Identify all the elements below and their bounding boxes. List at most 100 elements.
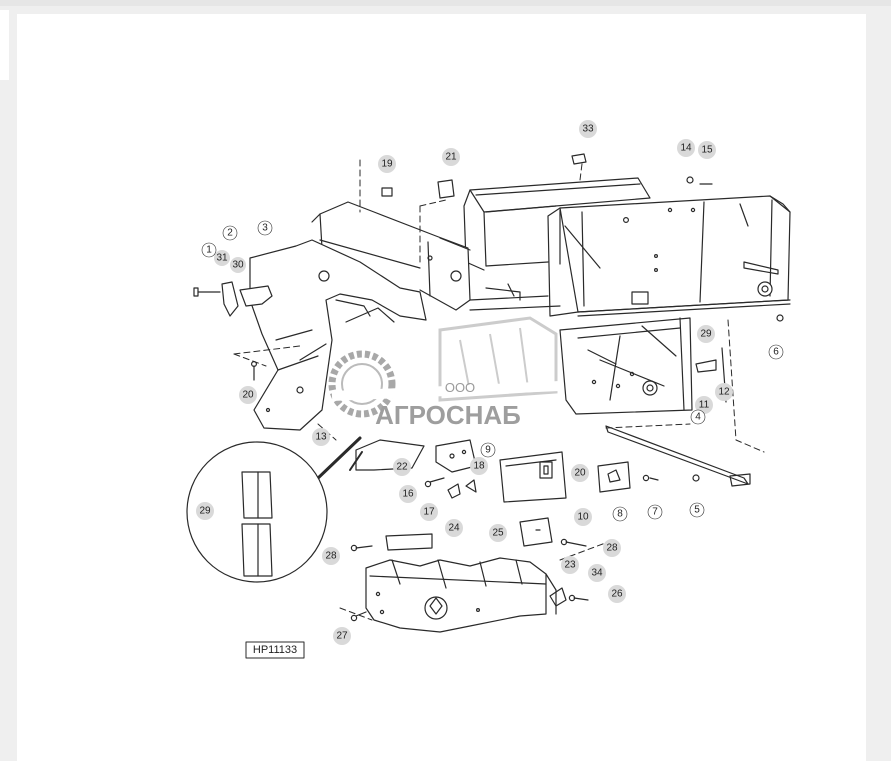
svg-text:13: 13 xyxy=(315,432,327,443)
svg-text:3: 3 xyxy=(262,223,268,234)
callout-27: 27 xyxy=(333,627,351,645)
middle-chassis xyxy=(311,201,561,311)
callout-33: 31 xyxy=(214,250,230,266)
callout-29: 29 xyxy=(196,502,214,520)
left-side-frame xyxy=(249,239,427,431)
callout-14: 14 xyxy=(677,139,695,157)
svg-text:26: 26 xyxy=(611,589,623,600)
svg-text:27: 27 xyxy=(336,631,348,642)
plate-25 xyxy=(519,517,553,547)
svg-text:15: 15 xyxy=(701,145,713,156)
framework-center xyxy=(559,317,693,415)
svg-text:10: 10 xyxy=(577,512,589,523)
side-tab xyxy=(0,10,9,80)
bracket-8 xyxy=(597,461,631,493)
callout-2: 2 xyxy=(222,225,238,241)
detail-leader xyxy=(314,436,362,482)
right-side-panel xyxy=(547,195,791,317)
svg-text:25: 25 xyxy=(492,528,504,539)
watermark-line1: ООО xyxy=(445,380,475,395)
callout-19: 19 xyxy=(378,155,396,173)
bracket-22 xyxy=(355,439,477,473)
callout-12: 12 xyxy=(715,383,733,401)
callout-31: 33 xyxy=(579,120,597,138)
line-art xyxy=(186,153,791,659)
callout-34: 34 xyxy=(588,564,606,582)
svg-text:29: 29 xyxy=(199,506,211,517)
svg-text:20: 20 xyxy=(574,468,586,479)
watermark: ООО АГРОСНАБ xyxy=(328,316,561,430)
figure-code: HP11133 xyxy=(253,644,297,656)
callout-18: 18 xyxy=(470,457,488,475)
svg-text:18: 18 xyxy=(473,461,485,472)
svg-text:8: 8 xyxy=(617,509,623,520)
plate-24 xyxy=(385,533,433,551)
callouts: 1 2 3 31 30 19 21 33 14 15 6 29 12 11 4 … xyxy=(196,120,784,645)
svg-text:6: 6 xyxy=(773,347,779,358)
callout-7: 7 xyxy=(647,504,663,520)
callout-3: 3 xyxy=(257,220,273,236)
svg-text:4: 4 xyxy=(695,412,701,423)
top-rear-panel xyxy=(463,177,651,271)
callout-21: 21 xyxy=(442,148,460,166)
svg-text:2: 2 xyxy=(227,228,233,239)
svg-text:12: 12 xyxy=(718,387,730,398)
svg-text:31: 31 xyxy=(216,253,228,264)
svg-text:34: 34 xyxy=(591,568,603,579)
callout-22: 22 xyxy=(393,458,411,476)
callout-11: 11 xyxy=(695,396,713,414)
callout-20-left: 20 xyxy=(239,386,257,404)
callout-25: 25 xyxy=(489,524,507,542)
svg-text:16: 16 xyxy=(402,489,414,500)
svg-text:33: 33 xyxy=(582,124,594,135)
watermark-line2: АГРОСНАБ xyxy=(375,400,521,430)
callout-20-right: 20 xyxy=(571,464,589,482)
detail-leader-2 xyxy=(349,451,363,471)
callout-1: 1 xyxy=(201,242,217,258)
svg-text:28: 28 xyxy=(325,551,337,562)
svg-text:19: 19 xyxy=(381,159,393,170)
callout-24: 24 xyxy=(445,519,463,537)
lower-bracket xyxy=(365,557,567,633)
svg-text:30: 30 xyxy=(232,260,244,271)
svg-text:7: 7 xyxy=(652,507,658,518)
svg-text:22: 22 xyxy=(396,462,408,473)
detail-circle-29 xyxy=(186,441,328,583)
callout-13: 13 xyxy=(312,428,330,446)
svg-text:23: 23 xyxy=(564,560,576,571)
fasteners xyxy=(251,314,784,622)
callout-23: 23 xyxy=(561,556,579,574)
svg-text:5: 5 xyxy=(694,505,700,516)
svg-text:1: 1 xyxy=(206,245,212,256)
svg-text:24: 24 xyxy=(448,523,460,534)
svg-text:28: 28 xyxy=(606,543,618,554)
svg-text:14: 14 xyxy=(680,143,692,154)
callout-28-left: 28 xyxy=(322,547,340,565)
svg-text:11: 11 xyxy=(699,400,710,411)
callout-28-right: 28 xyxy=(603,539,621,557)
callout-26: 26 xyxy=(608,585,626,603)
callout-10: 10 xyxy=(574,508,592,526)
svg-text:9: 9 xyxy=(485,445,491,456)
svg-text:21: 21 xyxy=(445,152,457,163)
svg-text:20: 20 xyxy=(242,390,254,401)
top-strip xyxy=(0,0,891,6)
callout-16: 16 xyxy=(399,485,417,503)
callout-30: 29 xyxy=(697,325,715,343)
callout-17: 17 xyxy=(420,503,438,521)
callout-8: 8 xyxy=(612,506,628,522)
plate-10 xyxy=(499,451,567,503)
cross-bar xyxy=(605,425,751,487)
figure-code-frame xyxy=(245,641,305,659)
callout-32: 30 xyxy=(230,257,246,273)
top-clips xyxy=(381,153,713,199)
callout-5: 5 xyxy=(689,502,705,518)
callout-6: 6 xyxy=(768,344,784,360)
left-clips xyxy=(193,281,273,317)
callout-4: 4 xyxy=(690,409,706,425)
svg-text:17: 17 xyxy=(423,507,435,518)
callout-9: 9 xyxy=(480,442,496,458)
svg-text:29: 29 xyxy=(700,329,712,340)
